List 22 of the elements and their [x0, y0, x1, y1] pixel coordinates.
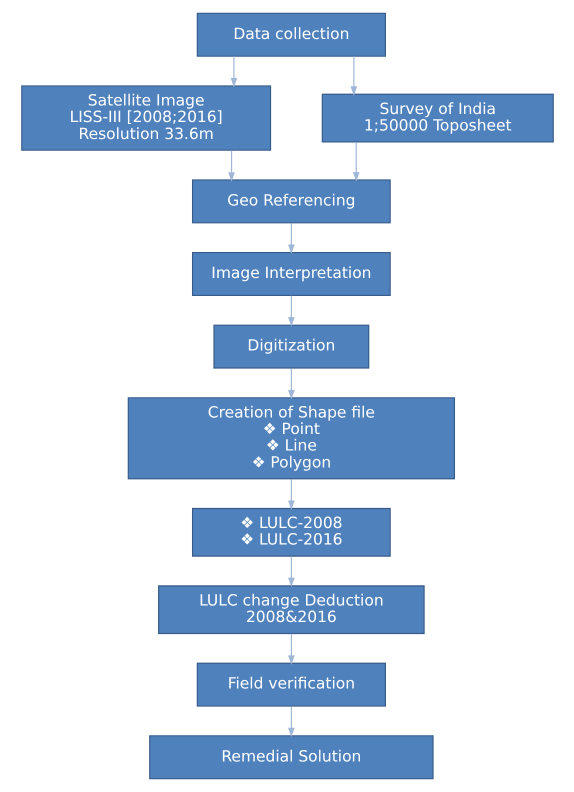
arrow [228, 150, 234, 182]
arrow [288, 479, 294, 510]
node-box: ❖ LULC-2008 ❖ LULC-2016 [191, 508, 390, 557]
arrow [350, 56, 357, 96]
node-box: Satellite Image LISS-III [2008;2016] Resolution 33.6m [20, 85, 271, 151]
arrow [288, 634, 294, 665]
node-box: Image Interpretation [191, 252, 390, 296]
node-box: Survey of India 1;50000 Toposheet [321, 94, 554, 142]
arrow [230, 56, 237, 88]
node-box: Field verification [196, 662, 386, 707]
node-box: Creation of Shape file ❖ Point ❖ Line ❖ Polygon [127, 397, 455, 480]
arrow [288, 706, 294, 738]
arrow [288, 223, 294, 254]
node-box: Data collection [196, 12, 386, 57]
node-box: Digitization [212, 324, 369, 369]
arrow [288, 556, 294, 588]
arrow [288, 296, 294, 327]
node-box: Remedial Solution [148, 735, 434, 780]
node-box: Geo Referencing [191, 179, 390, 224]
arrow [352, 142, 360, 182]
arrow [288, 368, 294, 400]
node-box: LULC change Deduction 2008&2016 [158, 585, 424, 634]
